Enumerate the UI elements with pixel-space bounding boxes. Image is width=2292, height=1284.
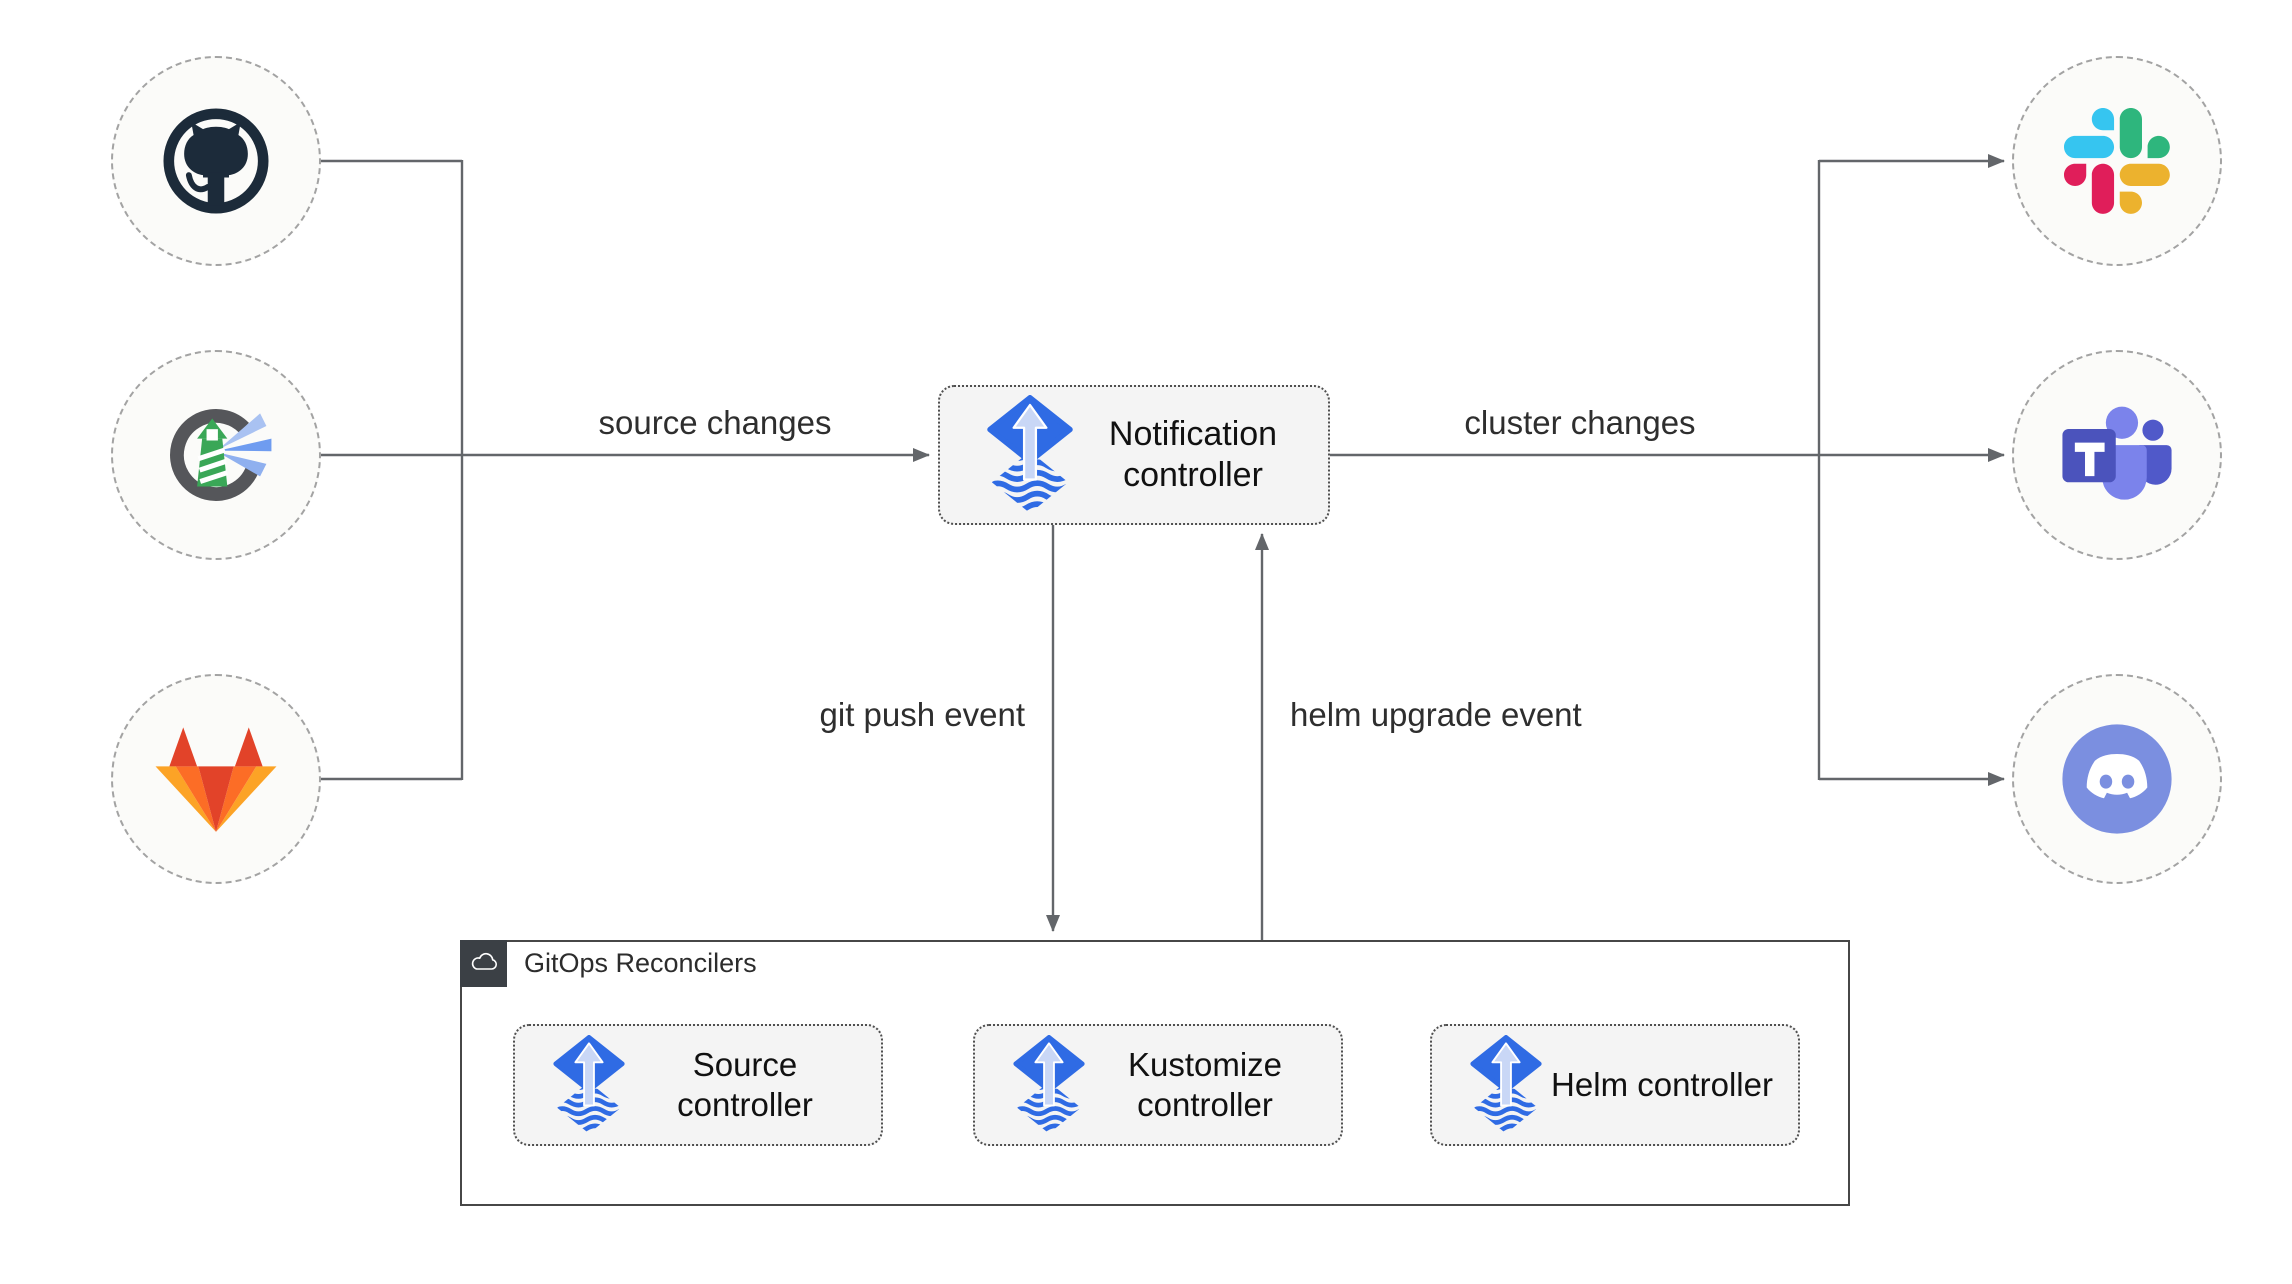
notification-controller-node: Notification controller — [938, 385, 1330, 525]
kustomize-controller-node: Kustomize controller — [973, 1024, 1343, 1146]
receiver-node-teams — [2012, 350, 2222, 560]
left-bus-line — [321, 159, 464, 781]
cluster-changes-line — [1330, 160, 1821, 780]
flux-icon — [984, 395, 1076, 515]
source-node-github — [111, 56, 321, 266]
kustomize-controller-label: Kustomize controller — [1127, 1045, 1283, 1123]
edge-label-source-changes: source changes — [598, 404, 832, 441]
edge-label-git-push-event: git push event — [819, 696, 1025, 733]
helm-controller-node: Helm controller — [1430, 1024, 1800, 1146]
flux-icon — [1011, 1035, 1087, 1135]
gitops-group-badge — [460, 940, 507, 987]
discord-icon — [2052, 714, 2182, 844]
gitops-group-label: GitOps Reconcilers — [524, 948, 757, 978]
source-node-harbor — [111, 350, 321, 560]
notification-controller-label: Notification controller — [1108, 414, 1278, 494]
gitlab-icon — [153, 721, 279, 837]
source-controller-label: Source controller — [677, 1045, 813, 1123]
cloud-icon — [468, 948, 500, 980]
flux-icon — [551, 1035, 627, 1135]
harbor-icon — [153, 392, 279, 518]
github-icon — [157, 102, 275, 220]
receiver-node-discord — [2012, 674, 2222, 884]
source-controller-node: Source controller — [513, 1024, 883, 1146]
helm-controller-label: Helm controller — [1551, 1065, 1773, 1103]
edge-label-helm-upgrade-event: helm upgrade event — [1290, 696, 1582, 733]
source-node-gitlab — [111, 674, 321, 884]
receiver-node-slack — [2012, 56, 2222, 266]
microsoft-teams-icon — [2055, 393, 2179, 517]
slack-icon — [2064, 108, 2170, 214]
edge-label-cluster-changes: cluster changes — [1464, 404, 1696, 441]
flux-icon — [1468, 1035, 1544, 1135]
